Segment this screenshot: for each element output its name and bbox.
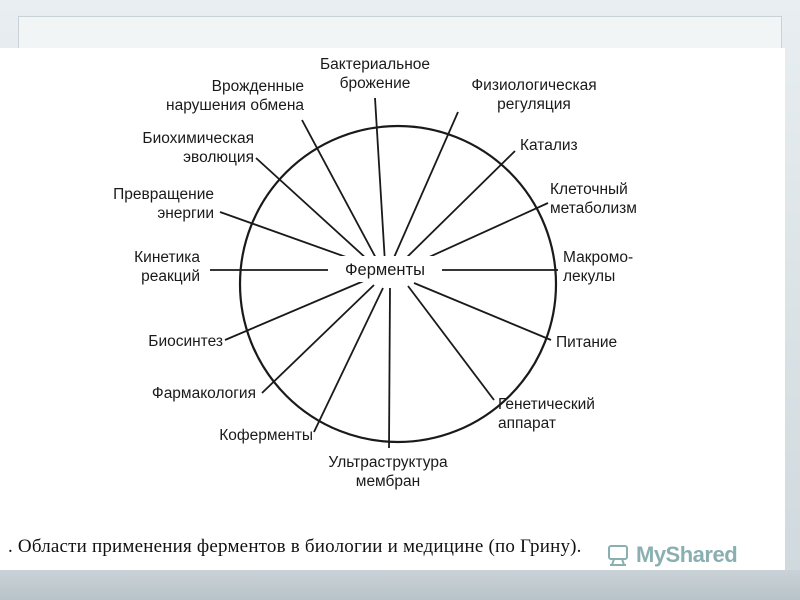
watermark: MyShared [606, 540, 738, 570]
spoke-label-metabolism: Клеточный метаболизм [550, 181, 637, 217]
spoke-label-line: Кинетика [134, 249, 200, 266]
spoke-label-line: Ультраструктура [328, 454, 448, 471]
spoke-label-line: Питание [556, 334, 617, 351]
spoke-label-physio: Физиологическая регуляция [471, 77, 596, 113]
spoke-line-physio [391, 111, 459, 263]
spoke-label-line: энергии [157, 205, 214, 222]
outer-circle [238, 124, 558, 444]
spoke-label-line: Врожденные [212, 78, 304, 95]
spoke-label-ultrastructure: Ультраструктура мембран [328, 454, 448, 490]
spoke-line-energy [219, 211, 361, 263]
spoke-label-genetic: Генетический аппарат [498, 396, 595, 432]
spoke-label-nutrition: Питание [556, 334, 617, 351]
spoke-label-metabolic-disorders: Врожденные нарушения обмена [166, 78, 304, 114]
spoke-label-line: Генетический [498, 396, 595, 413]
figure-caption: . Области применения ферментов в биологи… [8, 536, 582, 557]
center-label: Ферменты [345, 261, 425, 279]
spoke-label-line: лекулы [563, 268, 615, 285]
spoke-label-line: эволюция [183, 149, 254, 166]
spoke-line-catalysis [399, 150, 516, 265]
slide-page [0, 48, 785, 570]
spoke-label-pharmacology: Фармакология [152, 385, 256, 402]
spoke-line-bacterial [374, 97, 386, 264]
spoke-line-coenzymes [313, 287, 384, 433]
spoke-label-line: брожение [340, 75, 411, 92]
spoke-label-line: Превращение [113, 186, 214, 203]
spoke-label-line: Бактериальное [320, 56, 430, 73]
spoke-label-line: аппарат [498, 415, 556, 432]
spoke-label-bacterial: Бактериальное брожение [320, 56, 430, 92]
watermark-text: MyShared [636, 542, 738, 567]
bottom-band [0, 570, 800, 600]
spoke-labels: Бактериальное брожение Физиологическая регу… [113, 56, 637, 490]
spoke-label-catalysis: Катализ [520, 137, 578, 154]
spoke-label-line: Физиологическая [471, 77, 596, 94]
spoke-line-genetic [407, 285, 495, 401]
spoke-label-line: регуляция [497, 96, 571, 113]
spoke-label-line: мембран [356, 473, 420, 490]
spoke-label-line: Коферменты [219, 427, 313, 444]
spoke-lines [210, 97, 558, 449]
spoke-label-line: нарушения обмена [166, 97, 304, 114]
spoke-label-biosynthesis: Биосинтез [148, 333, 223, 350]
spoke-label-macromolecules: Макромо-лекулы [563, 249, 633, 285]
spoke-label-line: Клеточный [550, 181, 628, 198]
spoke-label-line: реакций [141, 268, 200, 285]
spoke-line-ultrastructure [388, 287, 391, 449]
top-band [18, 16, 782, 51]
spoke-line-evolution [255, 157, 369, 261]
spoke-label-energy: Превращение энергии [113, 186, 214, 222]
spoke-label-line: Макромо- [563, 249, 633, 266]
spoke-label-coenzymes: Коферменты [219, 427, 313, 444]
myshared-logo-icon [608, 545, 628, 566]
spoke-label-kinetics: Кинетика реакций [134, 249, 200, 285]
spoke-label-line: метаболизм [550, 200, 637, 217]
spoke-label-evolution: Биохимическая эволюция [142, 130, 254, 166]
spoke-label-line: Биохимическая [142, 130, 254, 147]
spoke-line-pharmacology [261, 284, 375, 394]
spoke-line-biosynthesis [224, 279, 367, 341]
spoke-label-line: Катализ [520, 137, 578, 154]
spoke-line-metabolic-disorders [301, 119, 378, 261]
spoke-line-nutrition [413, 282, 552, 341]
center-label-backdrop [330, 256, 438, 282]
spoke-label-line: Биосинтез [148, 333, 223, 350]
spoke-label-line: Фармакология [152, 385, 256, 402]
